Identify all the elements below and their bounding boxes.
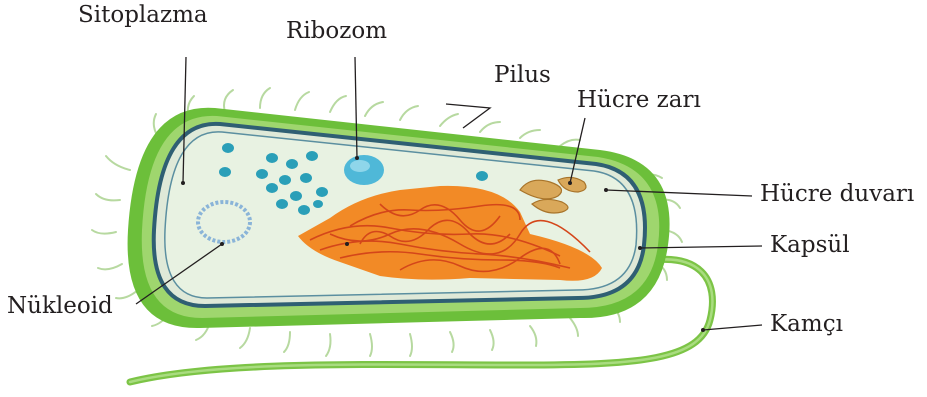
label-ribozom: Ribozom <box>286 20 387 43</box>
label-kapsul: Kapsül <box>770 234 850 257</box>
label-hucre-duvari: Hücre duvarı <box>760 183 914 206</box>
label-nukleoid: Nükleoid <box>7 295 113 318</box>
label-kamci: Kamçı <box>770 313 843 336</box>
label-pilus: Pilus <box>494 64 551 87</box>
label-sitoplazma: Sitoplazma <box>78 4 208 27</box>
label-hucre-zari: Hücre zarı <box>577 89 701 112</box>
